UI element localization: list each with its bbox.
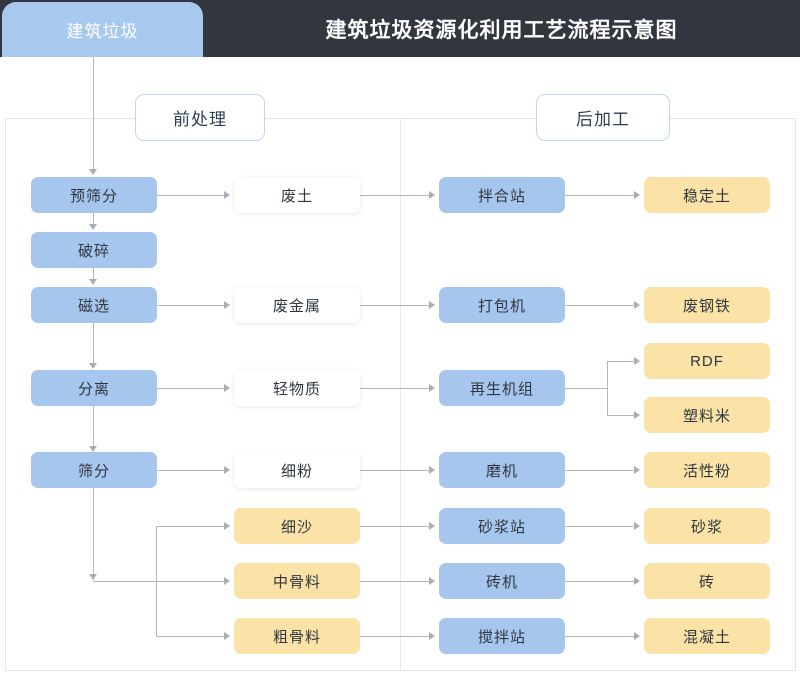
arrowhead-separate-to-sieve: [89, 446, 97, 452]
connector-waste-metal-to-baler: [360, 305, 431, 306]
arrowhead-magnetic-to-waste-metal: [224, 301, 230, 309]
connector-prescreen-to-crush: [93, 213, 94, 226]
arrowhead-fine-powder-to-mill: [429, 466, 435, 474]
stage-label-pretreatment: 前处理: [135, 94, 265, 141]
connector-mixing-station-to-stabilized-soil: [565, 195, 636, 196]
arrowhead-brick-machine-to-brick: [634, 577, 640, 585]
connector-bracket-to-fine-sand: [156, 526, 226, 527]
frame-right-border: [795, 118, 796, 671]
connector-magnetic-to-waste-metal: [157, 305, 226, 306]
connector-bracket-to-coarse-aggregate: [156, 636, 226, 637]
connector-recycle-unit-stub: [565, 388, 608, 389]
node-fine-sand[interactable]: 细沙: [234, 508, 360, 544]
connector-crush-to-magnetic: [93, 268, 94, 281]
arrowhead-magnetic-to-separate: [89, 363, 97, 369]
connector-concrete-station-to-concrete: [565, 636, 636, 637]
connector-waste-soil-to-mixing-station: [360, 195, 431, 196]
arrowhead-sieve-to-fine-powder: [224, 466, 230, 474]
arrowhead-source-to-prescreen: [89, 169, 97, 175]
node-stabilized-soil[interactable]: 稳定土: [644, 177, 770, 213]
connector-fine-powder-to-mill: [360, 470, 431, 471]
node-mixing-station[interactable]: 拌合站: [439, 177, 565, 213]
node-mill[interactable]: 磨机: [439, 452, 565, 488]
node-scrap-steel[interactable]: 废钢铁: [644, 287, 770, 323]
node-pre-screen[interactable]: 预筛分: [31, 177, 157, 213]
section-divider: [400, 118, 401, 671]
arrowhead-to-rdf: [634, 357, 640, 365]
connector-magnetic-to-separate: [93, 323, 94, 365]
page-title: 建筑垃圾资源化利用工艺流程示意图: [325, 18, 678, 42]
connector-mill-to-active-powder: [565, 470, 636, 471]
node-baler[interactable]: 打包机: [439, 287, 565, 323]
arrowhead-mill-to-active-powder: [634, 466, 640, 474]
connector-separate-to-sieve: [93, 406, 94, 448]
connector-coarse-aggregate-to-concrete-station: [360, 636, 431, 637]
node-active-powder[interactable]: 活性粉: [644, 452, 770, 488]
arrowhead-concrete-station-to-concrete: [634, 632, 640, 640]
node-fine-powder[interactable]: 细粉: [234, 452, 360, 488]
connector-bracket-to-rdf: [607, 361, 636, 362]
arrowhead-prescreen-to-waste-soil: [224, 191, 230, 199]
node-recycle-unit[interactable]: 再生机组: [439, 370, 565, 406]
arrowhead-fine-sand-to-mortar-station: [429, 522, 435, 530]
connector-sieve-to-aggregate-bus: [93, 488, 94, 580]
connector-mortar-station-to-mortar: [565, 526, 636, 527]
node-concrete[interactable]: 混凝土: [644, 618, 770, 654]
node-brick-machine[interactable]: 砖机: [439, 563, 565, 599]
connector-prescreen-to-waste-soil: [157, 195, 226, 196]
node-sieving[interactable]: 筛分: [31, 452, 157, 488]
node-waste-metal[interactable]: 废金属: [234, 287, 360, 323]
node-mortar-station[interactable]: 砂浆站: [439, 508, 565, 544]
connector-medium-aggregate-to-brick-machine: [360, 581, 431, 582]
node-mortar[interactable]: 砂浆: [644, 508, 770, 544]
arrowhead-prescreen-to-crush: [89, 224, 97, 230]
node-magnetic-separation[interactable]: 磁选: [31, 287, 157, 323]
arrowhead-crush-to-magnetic: [89, 279, 97, 285]
arrowhead-sieve-to-aggregate-bus: [89, 574, 97, 580]
node-separation[interactable]: 分离: [31, 370, 157, 406]
connector-fine-sand-to-mortar-station: [360, 526, 431, 527]
arrowhead-waste-soil-to-mixing-station: [429, 191, 435, 199]
arrowhead-to-fine-sand: [224, 522, 230, 530]
arrowhead-waste-metal-to-baler: [429, 301, 435, 309]
arrowhead-medium-aggregate-to-brick-machine: [429, 577, 435, 585]
node-medium-aggregate[interactable]: 中骨料: [234, 563, 360, 599]
node-concrete-station[interactable]: 搅拌站: [439, 618, 565, 654]
arrowhead-to-coarse-aggregate: [224, 632, 230, 640]
connector-recycle-unit-bracket: [607, 361, 608, 416]
node-brick[interactable]: 砖: [644, 563, 770, 599]
connector-separate-to-light-material: [157, 388, 226, 389]
arrowhead-mortar-station-to-mortar: [634, 522, 640, 530]
connector-source-to-prescreen: [93, 57, 94, 170]
connector-sieve-to-fine-powder: [157, 470, 226, 471]
arrowhead-mixing-station-to-stabilized-soil: [634, 191, 640, 199]
connector-aggregate-bus-horizontal: [93, 581, 156, 582]
node-plastic-pellet[interactable]: 塑料米: [644, 397, 770, 433]
source-tab-construction-waste[interactable]: 建筑垃圾: [2, 2, 203, 57]
connector-light-material-to-recycle-unit: [360, 388, 431, 389]
connector-bracket-to-plastic-pellet: [607, 415, 636, 416]
arrowhead-to-plastic-pellet: [634, 411, 640, 419]
connector-baler-to-scrap-steel: [565, 305, 636, 306]
arrowhead-baler-to-scrap-steel: [634, 301, 640, 309]
connector-bracket-to-medium-aggregate: [156, 581, 226, 582]
arrowhead-to-medium-aggregate: [224, 577, 230, 585]
node-crush[interactable]: 破碎: [31, 232, 157, 268]
stage-label-postprocessing: 后加工: [536, 94, 670, 141]
node-rdf[interactable]: RDF: [644, 343, 770, 379]
connector-brick-machine-to-brick: [565, 581, 636, 582]
arrowhead-coarse-aggregate-to-concrete-station: [429, 632, 435, 640]
arrowhead-separate-to-light-material: [224, 384, 230, 392]
node-coarse-aggregate[interactable]: 粗骨料: [234, 618, 360, 654]
node-waste-soil[interactable]: 废土: [234, 177, 360, 213]
arrowhead-light-material-to-recycle-unit: [429, 384, 435, 392]
frame-left-border: [5, 118, 6, 671]
node-light-material[interactable]: 轻物质: [234, 370, 360, 406]
